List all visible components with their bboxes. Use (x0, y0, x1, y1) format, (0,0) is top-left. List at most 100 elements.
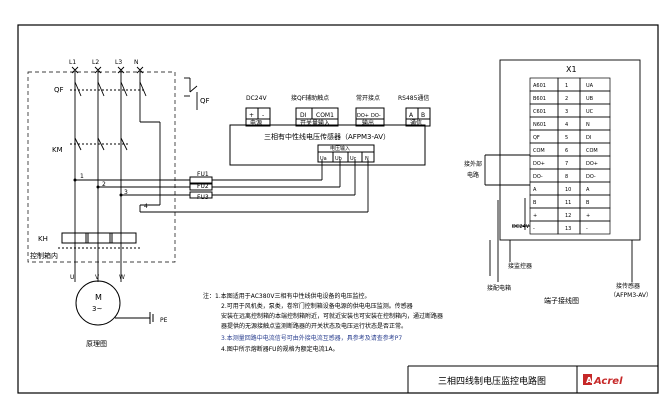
breaker-aux-contact (184, 77, 198, 110)
terminal-left: N601 (533, 122, 546, 128)
power-lines (71, 66, 144, 282)
voltage-pin-n: N (365, 156, 369, 162)
terminal-row: C601 3 UC (529, 103, 611, 118)
relay-out-pin-neg: DO- (371, 113, 381, 119)
terminal-title: X1 (566, 65, 577, 74)
note-5: 3.本测量回路中电流信号可由外接电流互感器，具参考及请查参考P7 (221, 334, 402, 342)
tap-dot-1 (73, 178, 77, 182)
terminal-left: COM (533, 148, 545, 154)
terminal-row: -13- (529, 220, 611, 235)
voltage-pin-ub: Ub (335, 156, 342, 162)
note-6: 4.图中所示熔断器FU的规格为额定电流1A。 (221, 345, 339, 353)
rs485-pin-a: A (409, 112, 414, 119)
motor-terminal-w: W (119, 274, 125, 281)
terminal-right: UC (586, 109, 594, 115)
terminal-number: 8 (565, 174, 568, 180)
terminal-number: 12 (565, 213, 571, 219)
terminal-right: UB (586, 96, 594, 102)
terminal-number: 4 (565, 122, 568, 128)
contactor-km (70, 137, 128, 151)
acrel-logo: A Acrel (583, 374, 623, 387)
contactor-label: KM (52, 146, 63, 154)
terminal-right: DO- (586, 174, 596, 180)
terminal-number: 13 (565, 226, 571, 232)
terminal-cell (579, 90, 611, 105)
line-4: 4 (144, 203, 148, 210)
svg-text:A: A (586, 376, 593, 385)
terminal-row: N601 4 N (529, 116, 611, 131)
drawing-frame (17, 24, 659, 394)
terminal-left: + (533, 213, 537, 219)
relay-out-header: 常开接点 (356, 94, 380, 102)
line-2: 2 (102, 181, 106, 188)
switch-in-pin-com1: COM1 (316, 112, 334, 119)
terminal-right: N (586, 122, 590, 128)
terminal-number: 6 (565, 148, 568, 154)
terminal-number: 1 (565, 83, 568, 89)
terminal-to-sensor-2: （AFPM3-AV） (610, 292, 652, 299)
rs485-label: 通信 (410, 119, 422, 127)
terminal-left: C601 (533, 109, 546, 115)
note-4: 器提供的无源接触点监测断路器的开关状态及电压运行状态是否正常。 (221, 322, 407, 330)
terminal-to-monitor: 接监控器 (508, 262, 532, 270)
motor-terminal-v: V (95, 274, 100, 281)
schematic-title: 原理图 (86, 340, 107, 348)
tap-lines (75, 121, 368, 213)
voltage-in-header: 电压输入 (330, 145, 350, 152)
terminal-to-sensor-1: 接传感器 (616, 282, 640, 290)
cabinet-boundary (27, 71, 176, 263)
terminal-cell (557, 129, 581, 144)
terminal-right: COM (586, 148, 598, 154)
relay-out-label: 输出 (362, 119, 374, 127)
phase-L3: L3 (115, 59, 122, 66)
terminal-number: 3 (565, 109, 568, 115)
phase-L2: L2 (92, 59, 99, 66)
terminal-right: B (586, 200, 590, 206)
thermal-relay-kh (58, 232, 140, 249)
terminal-cell (579, 116, 611, 131)
terminal-left: B (533, 200, 537, 206)
breaker-aux-label: QF (200, 97, 210, 105)
note-1: 注：1.本图适用于AC380V三相有中性线供电设备的电压监控。 (203, 292, 370, 300)
power-label: 电源 (250, 119, 262, 127)
terminal-row: B 11 B (529, 194, 611, 209)
tap-dot-3 (119, 193, 123, 197)
thermal-label: KH (38, 235, 48, 243)
terminal-cell (557, 103, 581, 118)
tap-dot-2 (96, 185, 100, 189)
terminal-cell (579, 207, 611, 222)
power-pin-minus: - (262, 112, 264, 119)
terminal-right: DI (586, 135, 591, 141)
terminal-wiring (484, 154, 633, 282)
phase-labels: L1 L2 L3 N (69, 59, 139, 66)
terminal-cell (579, 129, 611, 144)
terminal-cell (557, 77, 581, 92)
terminal-number: 11 (565, 200, 571, 206)
cabinet-label: 控制箱内 (30, 251, 58, 260)
terminal-row: COM 6 COM (529, 142, 611, 157)
switch-in-label: 开关量输入 (300, 119, 330, 127)
terminal-ext-circuit-1: 接外部 (464, 160, 482, 168)
terminal-cell (579, 194, 611, 209)
terminal-right: A (586, 187, 590, 193)
rs485-header: RS485通信 (398, 94, 429, 102)
fuse-1-label: FU1 (197, 171, 209, 178)
terminal-right: UA (586, 83, 594, 89)
drawing-title: 三相四线制电压监控电路图 (438, 375, 546, 387)
terminal-right: - (586, 226, 588, 232)
terminal-left: QF (533, 135, 540, 141)
sensor-device: 三相有中性线电压传感器（AFPM3-AV） DC24V + - 电源 接QF辅助… (229, 94, 431, 166)
voltage-pin-uc: Uc (350, 156, 357, 162)
phase-N: N (134, 59, 139, 66)
terminal-right: DO+ (586, 161, 598, 167)
terminal-right: + (586, 213, 590, 219)
terminal-to-cabinet: 接配电箱 (487, 284, 511, 292)
motor-ground: PE (160, 317, 168, 324)
terminal-row: +12 + (529, 207, 611, 222)
